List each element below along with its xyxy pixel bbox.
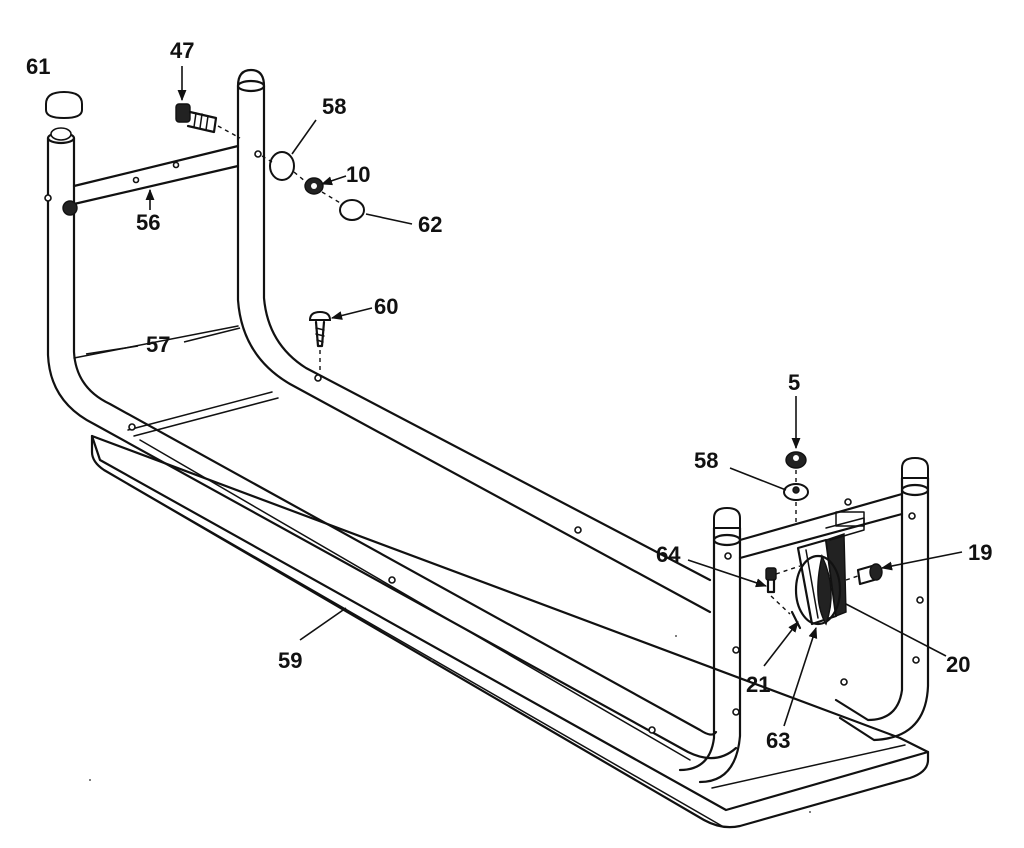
left-leg-frame: [44, 68, 738, 760]
label-5: 5: [788, 370, 800, 395]
cap-part-61: [45, 90, 83, 141]
label-56: 56: [136, 210, 160, 235]
leader-lines: [85, 66, 963, 727]
washer-part-58-top: [261, 151, 295, 181]
cap-part-62: [321, 191, 365, 221]
label-19: 19: [968, 540, 992, 565]
nut-part-5: [785, 451, 807, 469]
screw-part-60: [308, 310, 332, 374]
washer-part-58-lower: [783, 470, 809, 522]
label-47: 47: [170, 38, 194, 63]
pin-part-19: [845, 563, 883, 586]
label-63: 63: [766, 728, 790, 753]
right-leg-frame: [678, 456, 930, 784]
label-61: 61: [26, 54, 50, 79]
scan-specks: [89, 635, 811, 813]
label-58-lower: 58: [694, 448, 718, 473]
label-20: 20: [946, 652, 970, 677]
label-60: 60: [374, 294, 398, 319]
bolt-part-47: [175, 103, 241, 139]
label-58-top: 58: [322, 94, 346, 119]
label-59: 59: [278, 648, 302, 673]
part-labels: 61 47 58 10 62 56 60 57 5 58 19 64 20 21…: [26, 38, 992, 753]
label-21: 21: [746, 672, 770, 697]
label-10: 10: [346, 162, 370, 187]
label-62: 62: [418, 212, 442, 237]
label-57: 57: [146, 332, 170, 357]
nut-part-10: [293, 171, 324, 195]
latch-assembly: [794, 511, 865, 626]
label-64: 64: [656, 542, 681, 567]
screw-part-64: [765, 565, 801, 615]
